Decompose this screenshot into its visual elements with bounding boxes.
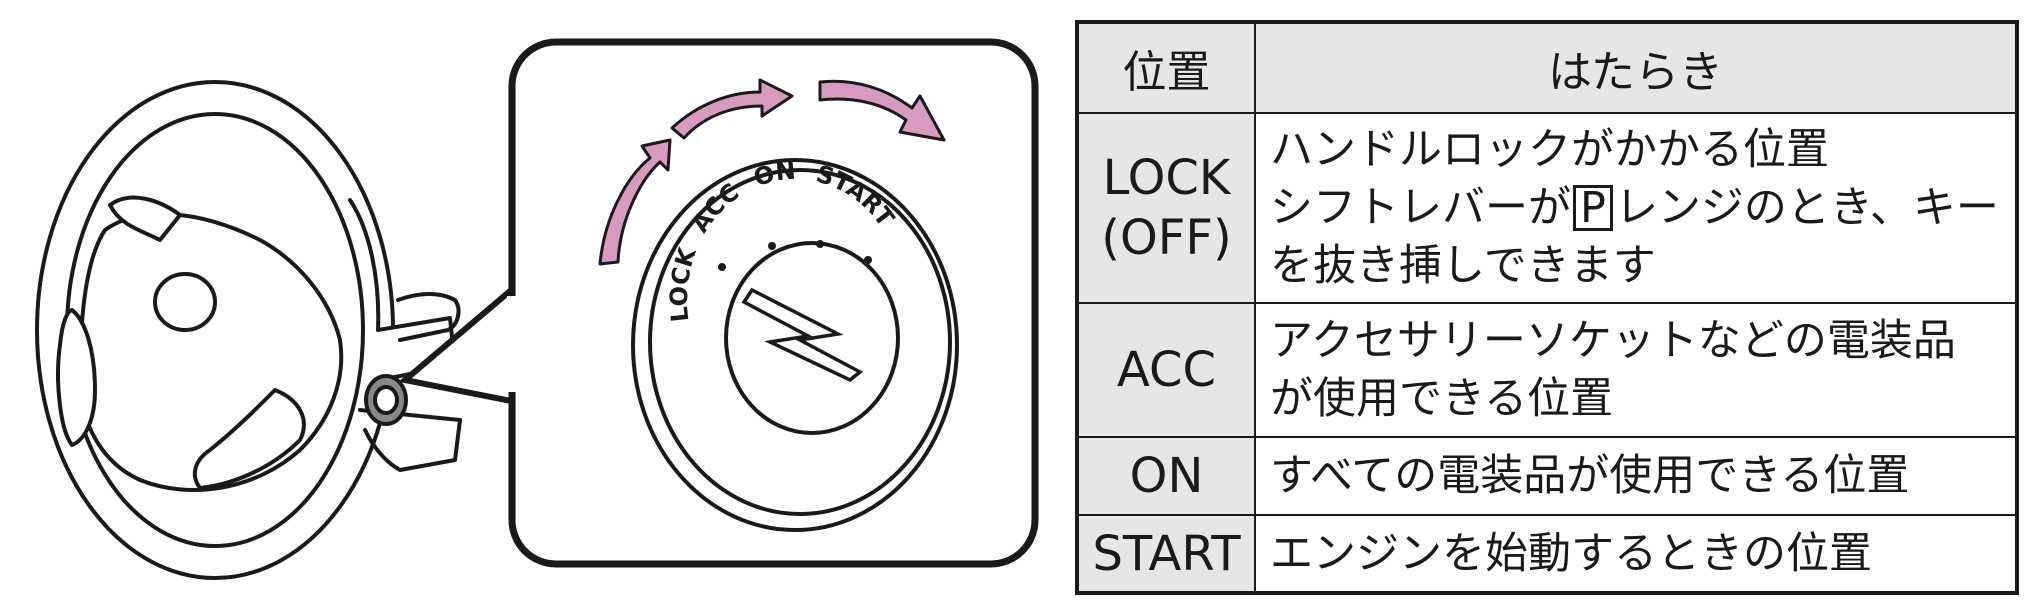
arrow-acc-to-on-icon	[670, 78, 794, 140]
description-lock-line2-a: シフトレバーが	[1270, 183, 1571, 233]
header-function: はたらき	[1254, 21, 2018, 114]
position-on-label: ON	[1129, 448, 1204, 504]
description-acc-line2: が使用できる位置	[1270, 374, 1614, 424]
position-lock-label: LOCK	[1102, 150, 1231, 206]
position-start: START	[1076, 514, 1256, 594]
ignition-dial	[631, 158, 959, 532]
arrow-on-to-start-icon	[818, 79, 946, 142]
steering-wheel-drawing	[35, 80, 462, 580]
position-lock: LOCK (OFF)	[1076, 112, 1256, 304]
description-lock-line2-b: レンジのとき、キー	[1614, 183, 1999, 233]
description-acc: アクセサリーソケットなどの電装品 が使用できる位置	[1254, 302, 2018, 438]
description-start-line1: エンジンを始動するときの位置	[1270, 528, 1872, 579]
position-acc: ACC	[1076, 302, 1256, 438]
position-acc-label: ACC	[1116, 342, 1217, 398]
rotation-arrows	[598, 78, 946, 266]
arrow-lock-to-acc-icon	[598, 138, 672, 266]
description-on: すべての電装品が使用できる位置	[1254, 436, 2018, 516]
position-start-label: START	[1092, 525, 1241, 582]
table-row-acc: ACC アクセサリーソケットなどの電装品 が使用できる位置	[1076, 302, 2018, 438]
table-row-on: ON すべての電装品が使用できる位置	[1076, 436, 2018, 516]
key-position-table: 位置 はたらき LOCK (OFF) ハンドルロックがかかる位置 シフトレバーが…	[1075, 20, 2019, 595]
position-on: ON	[1076, 436, 1256, 516]
description-lock-line3: を抜き挿しできます	[1270, 241, 1656, 291]
p-range-badge: P	[1573, 185, 1613, 231]
position-off-label: (OFF)	[1101, 210, 1232, 266]
description-acc-line1: アクセサリーソケットなどの電装品	[1270, 316, 1956, 366]
description-lock-line1: ハンドルロックがかかる位置	[1270, 125, 1829, 175]
description-on-line1: すべての電装品が使用できる位置	[1270, 451, 1910, 501]
table-header-row: 位置 はたらき	[1076, 21, 2018, 114]
description-start: エンジンを始動するときの位置	[1254, 514, 2018, 594]
ignition-switch-illustration: LOCK ACC ON START	[35, 38, 1039, 580]
table-row-start: START エンジンを始動するときの位置	[1076, 514, 2018, 594]
header-position: 位置	[1076, 21, 1256, 114]
